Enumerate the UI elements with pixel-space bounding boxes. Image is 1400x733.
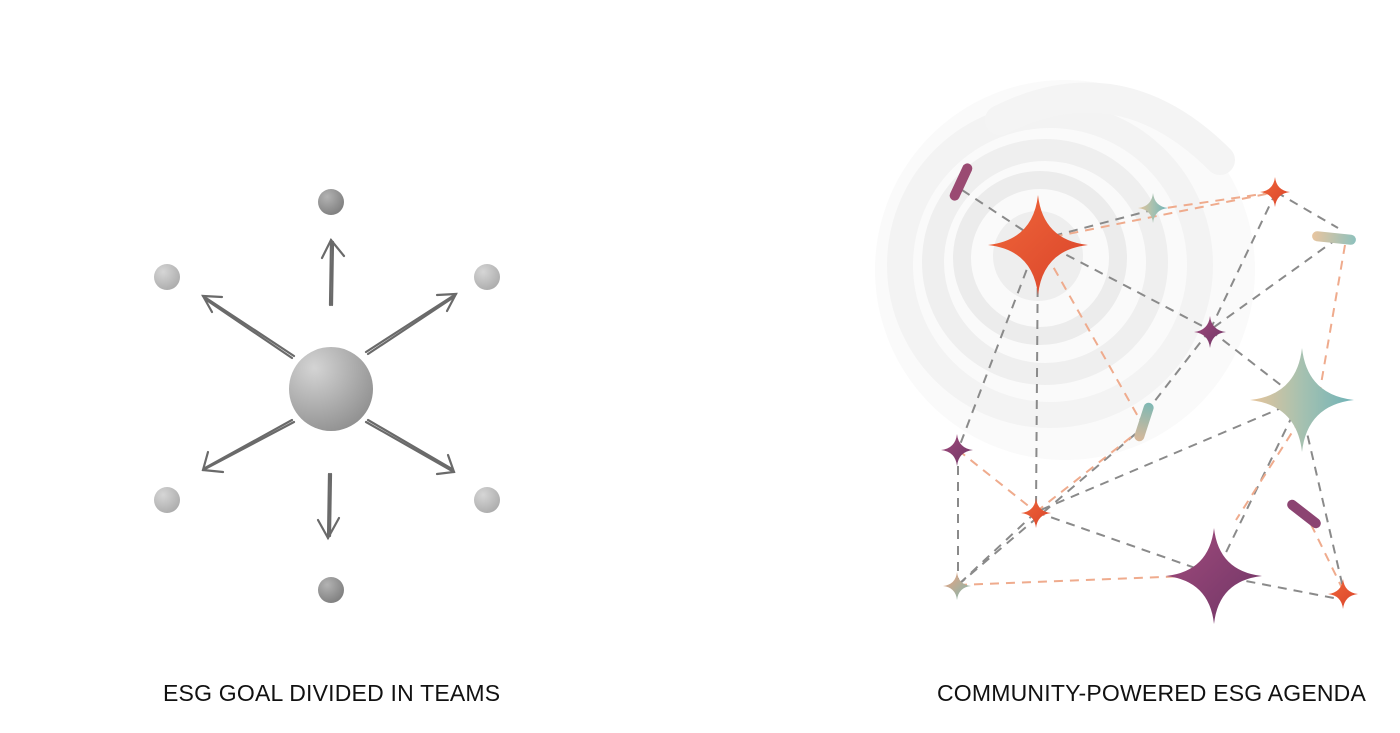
community-diagram [875, 80, 1358, 624]
star-orange-top-right [1260, 177, 1290, 207]
star-orange-small-center [1021, 498, 1051, 528]
arrow-down [316, 472, 341, 541]
star-large-purple [1166, 528, 1262, 624]
centralized-panel: ESG GOAL DIVIDED IN TEAMS [154, 189, 501, 706]
pill-sand-right [1312, 231, 1356, 245]
team-node-lower-left [154, 487, 180, 513]
arrow-down-left [201, 418, 296, 474]
pill-teal-middle [1134, 402, 1154, 442]
star-teal-bottom-left [943, 572, 971, 600]
pill-purple-bottom-right [1287, 499, 1321, 529]
arrow-down-right [364, 418, 456, 476]
star-large-orange [988, 195, 1088, 295]
team-node-top [318, 189, 344, 215]
arrow-up-right [364, 292, 458, 356]
arrows [201, 237, 458, 541]
star-purple-middle [1194, 316, 1226, 348]
team-node-bottom [318, 577, 344, 603]
team-node-upper-right [474, 264, 500, 290]
star-teal-small [1138, 193, 1168, 223]
stars [941, 177, 1358, 624]
star-orange-bottom-right [1328, 579, 1358, 609]
grey-links [957, 189, 1345, 601]
team-node-upper-left [154, 264, 180, 290]
centralized-caption: ESG GOAL DIVIDED IN TEAMS [163, 680, 501, 706]
star-purple-left [941, 434, 973, 466]
swirl-background [875, 80, 1255, 460]
community-caption: COMMUNITY-POWERED ESG AGENDA [937, 680, 1367, 706]
pill-purple-top-left [949, 163, 973, 201]
star-large-teal [1250, 348, 1354, 452]
community-panel: COMMUNITY-POWERED ESG AGENDA [700, 0, 1400, 733]
arrow-up-left [201, 294, 296, 360]
team-node-lower-right [474, 487, 500, 513]
centralized-diagram [154, 189, 500, 603]
arrow-up [320, 237, 346, 307]
central-goal-node [289, 347, 373, 431]
